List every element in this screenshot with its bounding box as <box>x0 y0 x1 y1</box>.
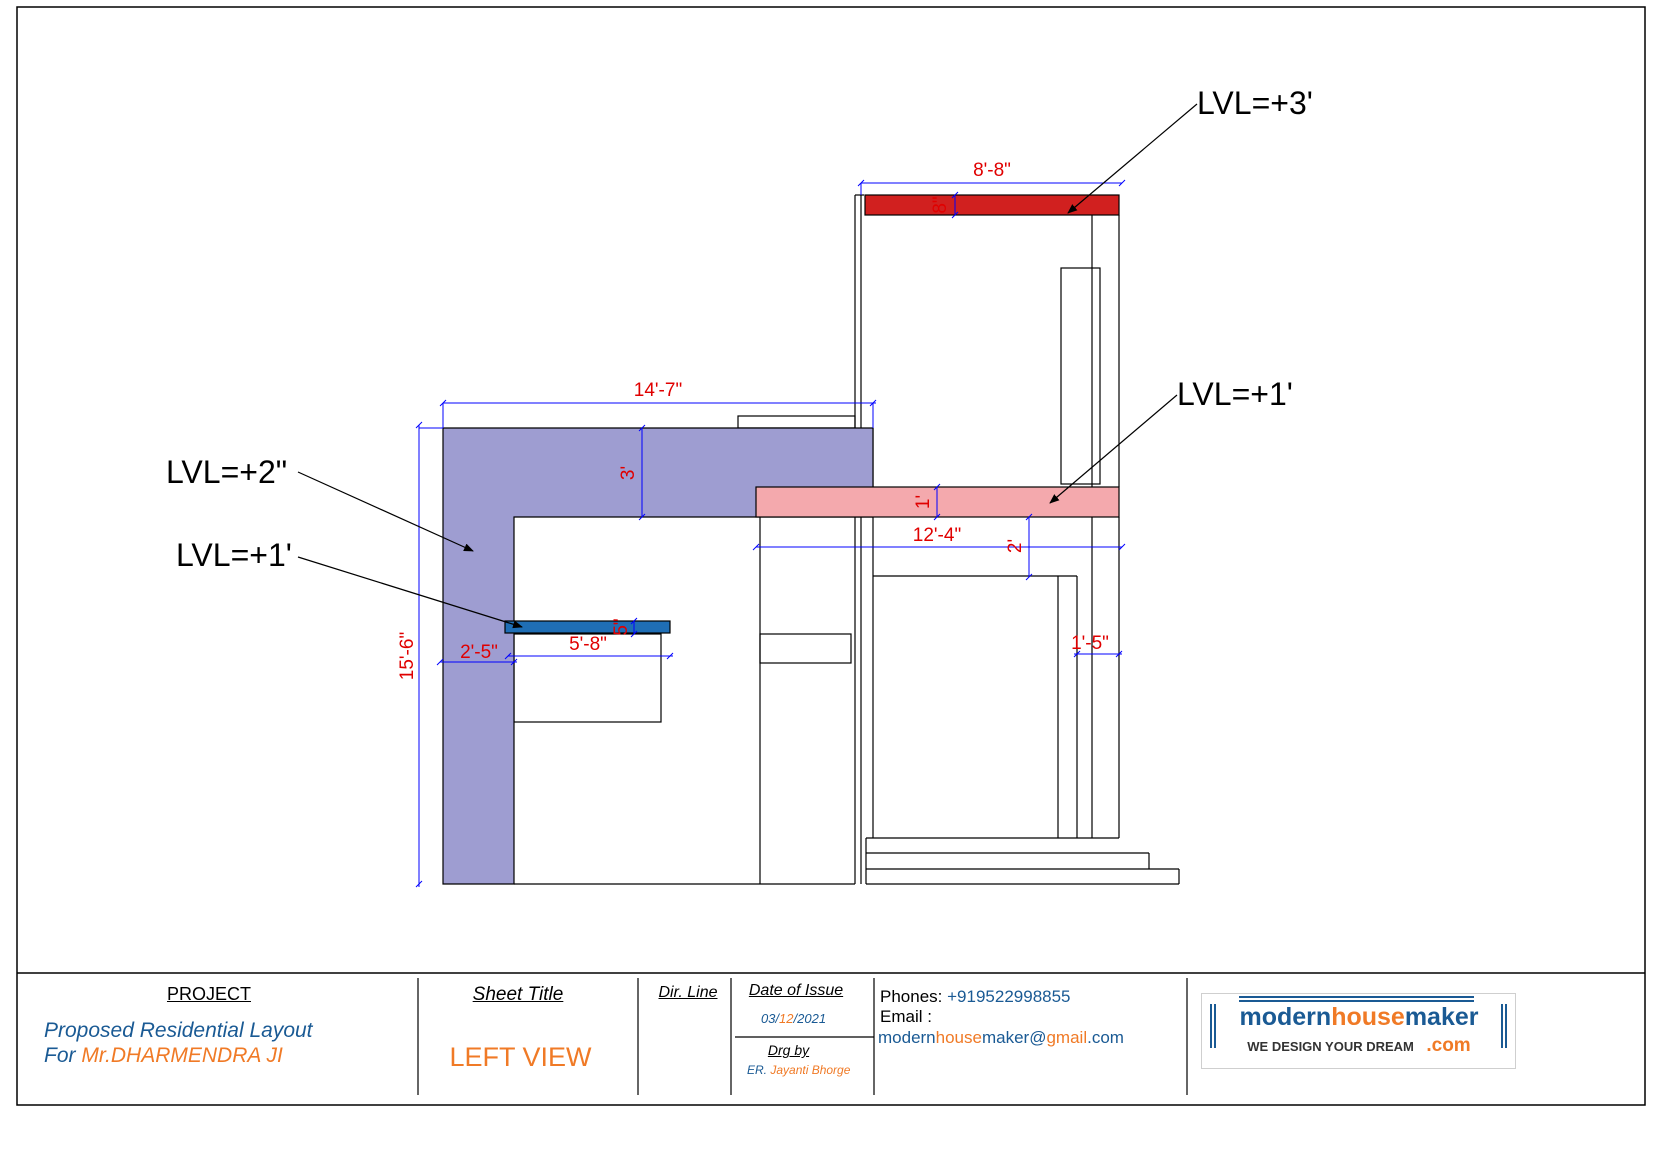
date-day: 03 <box>760 1011 776 1026</box>
level-label-mid-right: LVL=+1' <box>1177 376 1293 412</box>
blue-shelf <box>504 620 671 634</box>
date-value: 03/12/2021 <box>760 1011 827 1026</box>
level-label-top: LVL=+3' <box>1197 85 1313 121</box>
dim-right-offset: 1'-5" <box>1071 633 1109 654</box>
date-label: Date of Issue <box>748 982 844 999</box>
logo-tagline-row: WE DESIGN YOUR DREAM .com <box>1218 1035 1500 1057</box>
level-label-low-left: LVL=+1' <box>176 537 292 573</box>
dim-right-drop: 2' <box>1005 539 1026 553</box>
dir-line-label: Dir. Line <box>658 984 718 1001</box>
company-logo: modernhousemaker WE DESIGN YOUR DREAM .c… <box>1201 993 1516 1069</box>
project-line-2: For Mr.DHARMENDRA JI <box>44 1044 283 1068</box>
level-label-mid-left: LVL=+2" <box>166 454 287 490</box>
date-year: 2021 <box>797 1011 827 1026</box>
drg-name: Jayanti Bhorge <box>770 1063 851 1077</box>
logo-part-3: maker <box>1404 1003 1479 1031</box>
logo-com: .com <box>1426 1035 1471 1056</box>
project-line-1: Proposed Residential Layout <box>44 1019 313 1042</box>
phones-label: Phones: <box>880 987 943 1006</box>
project-label: PROJECT <box>166 984 251 1004</box>
logo-part-2: house <box>1331 1003 1405 1031</box>
phones-value[interactable]: +919522998855 <box>947 987 1071 1006</box>
title-block-grid <box>417 978 1188 1095</box>
dim-top-width: 8'-8" <box>973 160 1011 181</box>
project-client-name: Mr.DHARMENDRA JI <box>81 1044 283 1067</box>
logo-wordmark: modernhousemaker <box>1218 1003 1500 1032</box>
email-part-3: maker@ <box>981 1028 1047 1047</box>
email-part-4: gmail <box>1046 1028 1088 1047</box>
drg-prefix: ER. <box>747 1063 771 1077</box>
email-label: Email : <box>880 1007 932 1026</box>
drg-by-value: ER. Jayanti Bhorge <box>747 1063 850 1077</box>
email-part-5: .com <box>1087 1028 1124 1047</box>
dim-shelf-thk: 5" <box>611 618 632 635</box>
dim-right-width: 12'-4" <box>913 525 961 546</box>
dim-left-depth: 3' <box>618 466 639 480</box>
dim-shelf-offset: 2'-5" <box>460 642 498 663</box>
dim-right-thk: 1' <box>913 495 934 509</box>
building-outline <box>513 194 1180 885</box>
level-leaders <box>297 103 1198 629</box>
dim-shelf-width: 5'-8" <box>569 634 607 655</box>
drg-by-label: Drg by <box>767 1042 810 1058</box>
phones-row: Phones: +919522998855 <box>880 987 1071 1007</box>
dim-left-width: 14'-7" <box>634 380 682 401</box>
dim-top-thk: 8" <box>930 196 951 213</box>
dim-total-height: 15'-6" <box>397 632 418 680</box>
logo-tagline: WE DESIGN YOUR DREAM <box>1247 1039 1414 1054</box>
dimension-lines <box>415 179 1126 888</box>
red-slab <box>864 194 1120 216</box>
project-line-2-prefix: For <box>44 1044 82 1067</box>
sheet-border <box>16 6 1646 1106</box>
sheet-title: LEFT VIEW <box>449 1042 592 1072</box>
email-part-1: modern <box>878 1028 936 1047</box>
date-month: 12 <box>779 1011 794 1026</box>
email-value[interactable]: modernhousemaker@gmail.com <box>878 1028 1124 1048</box>
sheet-title-label: Sheet Title <box>472 984 564 1005</box>
email-part-2: house <box>935 1028 982 1047</box>
logo-part-1: modern <box>1239 1003 1332 1031</box>
